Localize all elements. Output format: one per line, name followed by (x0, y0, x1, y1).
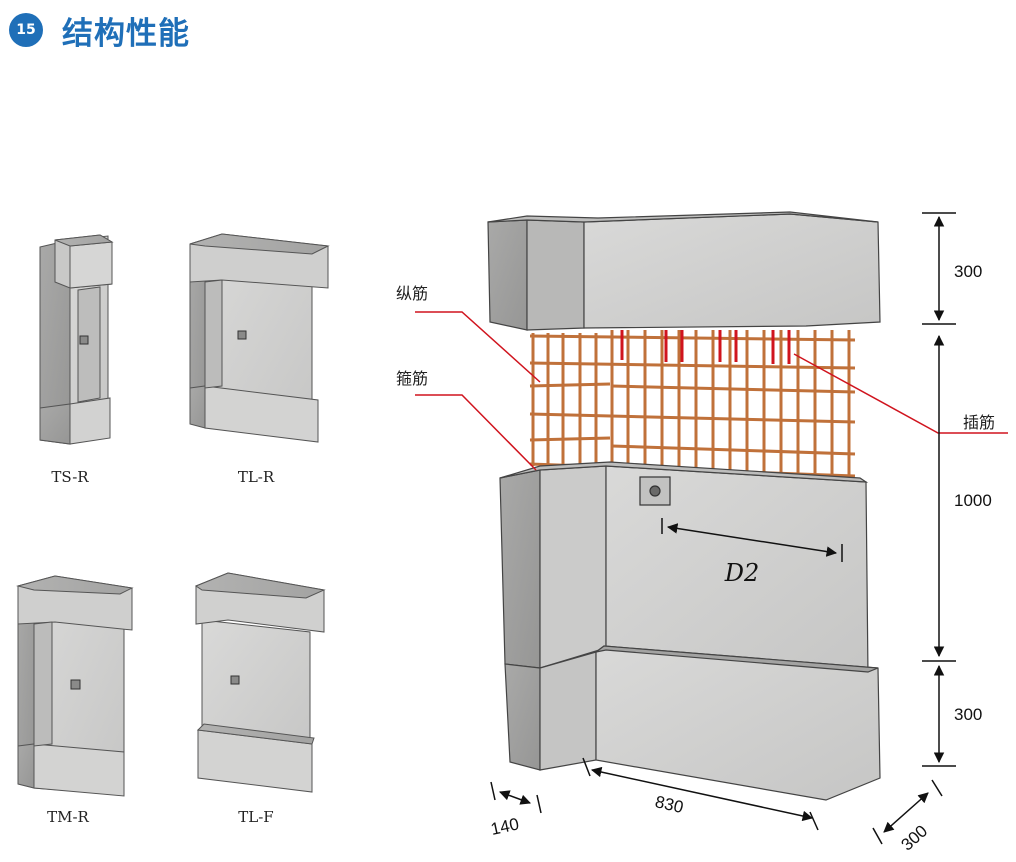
leader-longitudinal-bar (415, 311, 541, 383)
vertical-dimensions (922, 212, 956, 767)
dim-wall-thickness: 140 (489, 814, 521, 838)
dim-wall-width: 830 (653, 792, 685, 817)
specimen-tm-r (16, 575, 134, 797)
d2-dimension (661, 518, 843, 562)
rebar-cage (529, 330, 856, 482)
dowel-bars (620, 330, 791, 364)
wall-column-side (499, 469, 541, 669)
leader-stirrup (415, 394, 537, 471)
specimen-label-ts-r: TS-R (51, 468, 89, 486)
specimen-label-tm-r: TM-R (47, 808, 89, 826)
wall-column-front (539, 465, 607, 669)
anchor-plate (639, 476, 671, 506)
d2-label: D2 (724, 559, 760, 587)
dim-beam-depth: 300 (897, 821, 931, 854)
dim-wall-height: 1000 (954, 491, 992, 510)
page-header: 15 结构性能 (0, 0, 1016, 60)
section-number-badge: 15 (9, 13, 43, 47)
top-beam-side (487, 219, 528, 331)
base-beam-side (504, 663, 541, 771)
specimen-tl-r (189, 233, 330, 443)
specimen-label-tl-r: TL-R (238, 468, 275, 486)
dim-base-beam-height: 300 (954, 705, 982, 724)
specimen-ts-r (39, 234, 114, 445)
label-dowel-bar: 插筋 (963, 413, 995, 432)
top-beam-front (583, 213, 881, 329)
dim-top-beam-height: 300 (954, 262, 982, 281)
bottom-dimensions (490, 757, 943, 845)
specimen-label-tl-f: TL-F (238, 808, 273, 826)
specimen-tl-f (194, 572, 326, 793)
page-title: 结构性能 (62, 16, 190, 52)
wall-specimen-main (487, 211, 881, 801)
label-longitudinal-bar: 纵筋 (396, 284, 428, 303)
label-stirrup: 箍筋 (396, 369, 428, 388)
